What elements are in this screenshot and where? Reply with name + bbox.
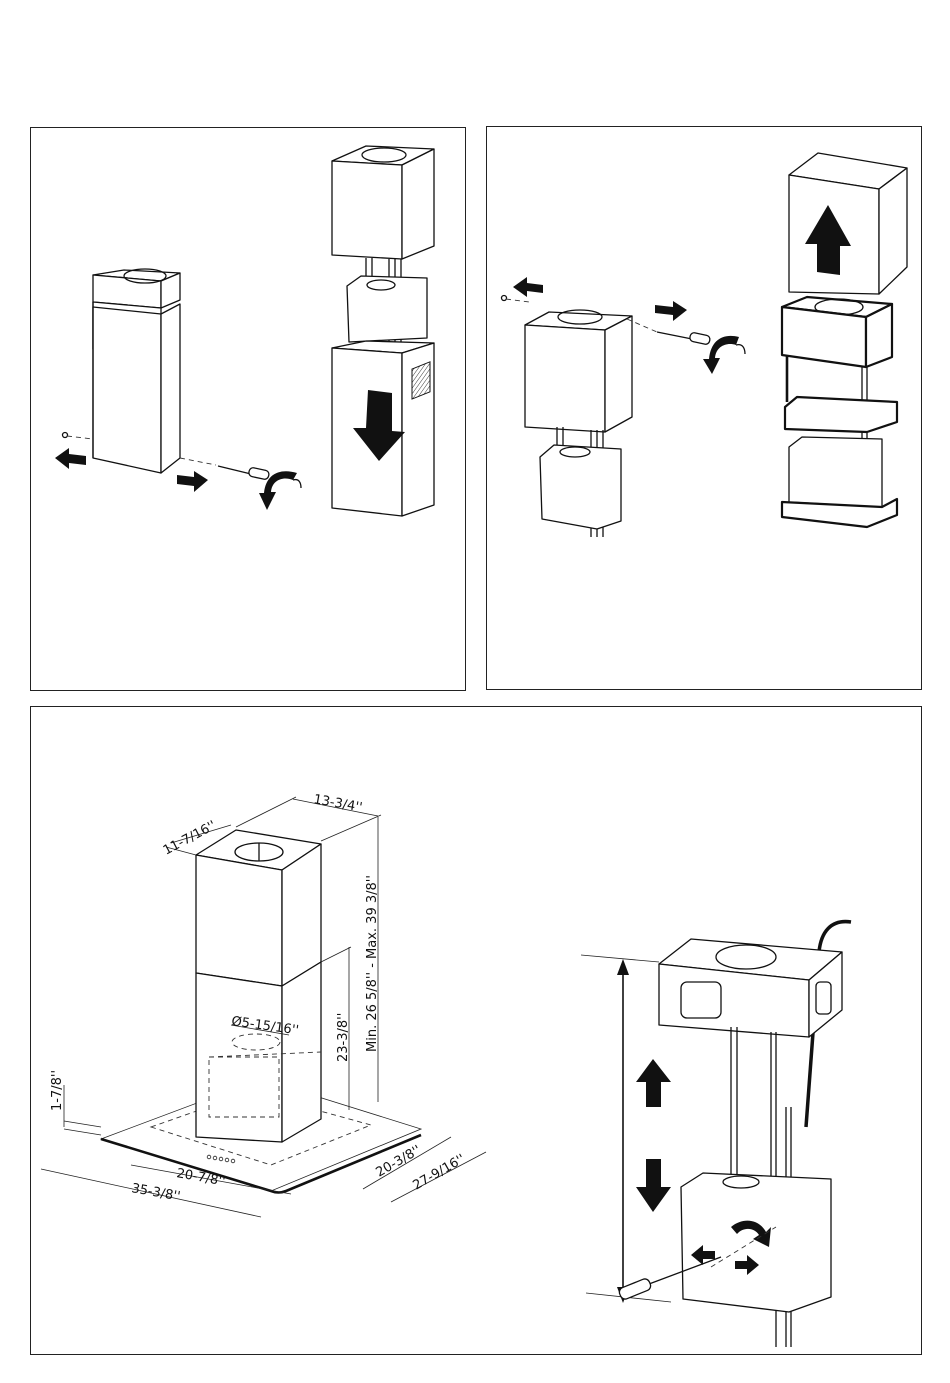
chimney-assembled [93, 269, 180, 473]
illustration-remove-lower-chimney [31, 128, 467, 692]
arrow-left-icon [55, 448, 86, 469]
telescopic-frame [782, 297, 897, 527]
arrow-up-icon [636, 1059, 671, 1107]
chimney-exploded [332, 146, 434, 516]
chimney-upper-assembly [525, 310, 632, 537]
screwdriver-icon [657, 332, 711, 345]
arrow-right-icon [655, 301, 687, 321]
arrow-left-icon [513, 277, 543, 297]
illustration-height-adjustment [31, 707, 923, 1356]
panel-step-3: 13-3/4'' 11-7/16'' Min. 26 5/8'' - Max. … [30, 706, 922, 1355]
illustration-remove-upper-chimney [487, 127, 923, 691]
arrow-down-icon [636, 1159, 671, 1212]
panel-step-1 [30, 127, 466, 691]
screw-icon [502, 296, 507, 301]
panel-step-2 [486, 126, 922, 690]
arrow-right-icon [177, 471, 208, 492]
upper-chimney-cover [789, 153, 907, 294]
screwdriver-icon [218, 466, 270, 480]
screw-icon [63, 433, 68, 438]
